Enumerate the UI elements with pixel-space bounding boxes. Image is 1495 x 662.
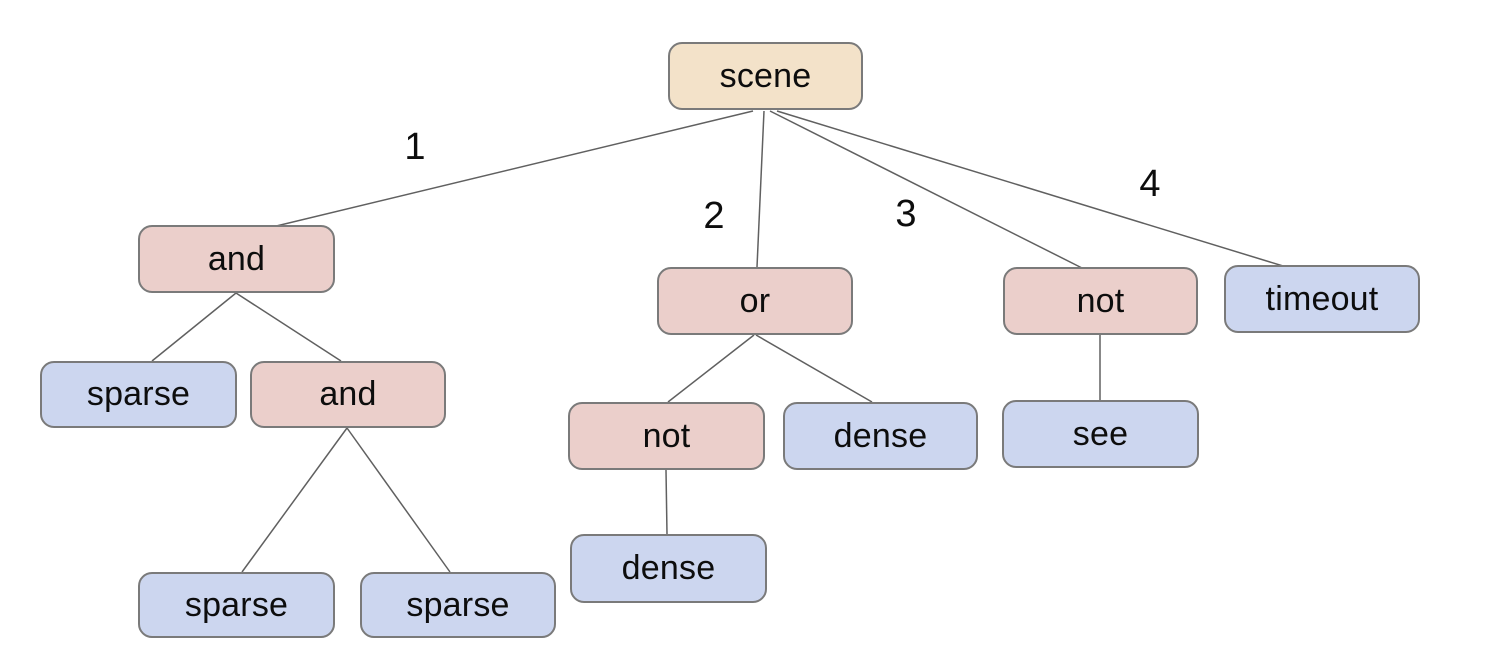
edge-label-3: 3 <box>895 192 917 235</box>
node-dense-2: dense <box>570 534 767 603</box>
node-not-2: not <box>568 402 765 470</box>
edge-or-not <box>667 334 755 403</box>
edge-and2-sparse1 <box>241 427 348 573</box>
edge-label-2: 2 <box>703 194 725 237</box>
node-timeout: timeout <box>1224 265 1420 333</box>
edge-or-dense <box>755 334 873 403</box>
node-sparse-1: sparse <box>40 361 237 428</box>
edge-and2-sparse2 <box>346 427 451 573</box>
edge-label-1: 1 <box>404 125 426 168</box>
node-sparse-2: sparse <box>138 572 335 638</box>
edge-label-4: 4 <box>1139 162 1161 205</box>
edge-scene-timeout <box>776 110 1284 267</box>
edge-and-and <box>235 292 342 362</box>
node-scene: scene <box>668 42 863 110</box>
edge-scene-or <box>756 110 765 268</box>
edge-scene-and <box>267 110 754 229</box>
node-or: or <box>657 267 853 335</box>
node-dense-1: dense <box>783 402 978 470</box>
node-not: not <box>1003 267 1198 335</box>
node-and: and <box>138 225 335 293</box>
edge-and-sparse <box>151 292 237 362</box>
node-see: see <box>1002 400 1199 468</box>
edge-not-dense <box>665 469 668 535</box>
node-sparse-3: sparse <box>360 572 556 638</box>
node-and-2: and <box>250 361 446 428</box>
edge-scene-not <box>769 110 1083 269</box>
